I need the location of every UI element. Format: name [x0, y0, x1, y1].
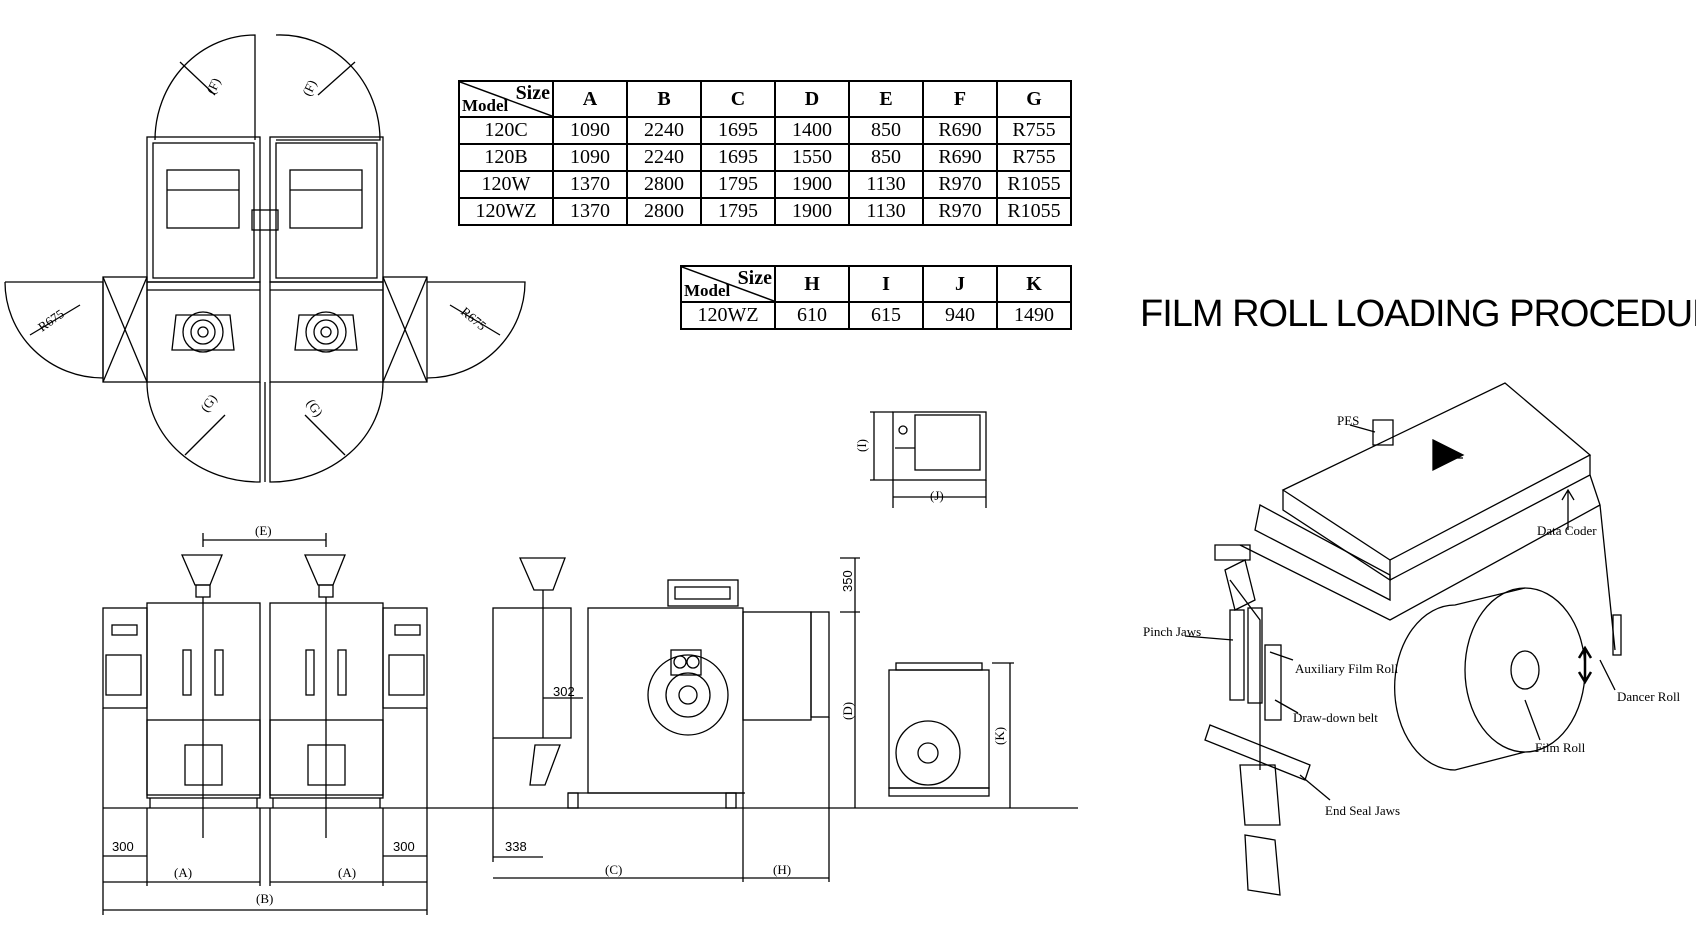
dim-h: (H): [773, 862, 791, 877]
label-pes: PES: [1337, 413, 1359, 428]
table-header-row: Size Model H I J K: [680, 265, 1072, 303]
table-cell: 1900: [774, 197, 850, 226]
table-row: 120W 1370 2800 1795 1900 1130 R970 R1055: [458, 170, 1072, 199]
table-row: 120WZ 610 615 940 1490: [680, 301, 1072, 330]
dim-338: 338: [505, 839, 527, 854]
model-cell: 120W: [458, 170, 554, 199]
plan-view: [4, 34, 526, 483]
table-cell: 1490: [996, 301, 1072, 330]
label-film-roll: Film Roll: [1535, 740, 1586, 755]
label-auxiliary-film-roll: Auxiliary Film Roll: [1295, 661, 1399, 676]
table-cell: 1900: [774, 170, 850, 199]
corner-size-label: Size: [515, 82, 550, 104]
column-header: B: [626, 80, 702, 118]
table-cell: 2240: [626, 143, 702, 172]
column-header: I: [848, 265, 924, 303]
dimension-table-main: Size Model A B C D E F G 120C 1090 2240 …: [458, 80, 1072, 226]
table-cell: 940: [922, 301, 998, 330]
table-cell: 1695: [700, 143, 776, 172]
table-cell: 1130: [848, 197, 924, 226]
column-header: F: [922, 80, 998, 118]
table-cell: 1795: [700, 170, 776, 199]
table-row: 120WZ 1370 2800 1795 1900 1130 R970 R105…: [458, 197, 1072, 226]
dim-350: 350: [840, 570, 855, 592]
procedure-title: FILM ROLL LOADING PROCEDURE: [1140, 293, 1696, 335]
table-cell: R755: [996, 116, 1072, 145]
dim-f-left: (F): [203, 76, 223, 97]
table-cell: R1055: [996, 197, 1072, 226]
column-header: G: [996, 80, 1072, 118]
label-pinch-jaws: Pinch Jaws: [1143, 624, 1201, 639]
film-roll-diagram: [1184, 382, 1622, 896]
column-header: E: [848, 80, 924, 118]
table-cell: R755: [996, 143, 1072, 172]
dim-d: (D): [840, 702, 855, 720]
corner-model-label: Model: [684, 281, 731, 300]
corner-model-label: Model: [462, 96, 509, 115]
column-header: H: [774, 265, 850, 303]
auxiliary-unit: [870, 411, 1014, 808]
table-cell: 2800: [626, 197, 702, 226]
corner-size-label: Size: [737, 267, 772, 289]
table-cell: 1550: [774, 143, 850, 172]
table-header-row: Size Model A B C D E F G: [458, 80, 1072, 118]
label-data-coder: Data Coder: [1537, 523, 1597, 538]
table-cell: 610: [774, 301, 850, 330]
table-cell: 850: [848, 143, 924, 172]
dim-a-right: (A): [338, 865, 356, 880]
dim-k: (K): [992, 727, 1007, 745]
table-cell: 1400: [774, 116, 850, 145]
table-cell: 1795: [700, 197, 776, 226]
table-row: 120B 1090 2240 1695 1550 850 R690 R755: [458, 143, 1072, 172]
dim-302: 302: [553, 684, 575, 699]
dim-f-right: (F): [299, 78, 319, 99]
front-view: [102, 533, 1078, 915]
label-draw-down-belt: Draw-down belt: [1293, 710, 1378, 725]
table-cell: 1370: [552, 170, 628, 199]
column-header: C: [700, 80, 776, 118]
table-cell: 850: [848, 116, 924, 145]
table-cell: R690: [922, 143, 998, 172]
dim-g-left: (G): [197, 391, 220, 414]
dim-r-right: R675: [458, 304, 489, 334]
dim-j: (J): [930, 488, 944, 503]
dim-300-left: 300: [112, 839, 134, 854]
model-cell: 120WZ: [458, 197, 554, 226]
dim-c: (C): [605, 862, 622, 877]
dimension-table-extra: Size Model H I J K 120WZ 610 615 940 149…: [680, 265, 1072, 330]
table-cell: 1370: [552, 197, 628, 226]
label-end-seal-jaws: End Seal Jaws: [1325, 803, 1400, 818]
table-corner-cell: Size Model: [680, 265, 776, 303]
label-dancer-roll: Dancer Roll: [1617, 689, 1681, 704]
column-header: D: [774, 80, 850, 118]
table-cell: 2240: [626, 116, 702, 145]
table-cell: R1055: [996, 170, 1072, 199]
dim-a-left: (A): [174, 865, 192, 880]
model-cell: 120WZ: [680, 301, 776, 330]
dim-e: (E): [255, 523, 272, 538]
dim-300-right: 300: [393, 839, 415, 854]
table-cell: 615: [848, 301, 924, 330]
table-cell: R970: [922, 170, 998, 199]
table-cell: R690: [922, 116, 998, 145]
dim-i: (I): [854, 439, 869, 452]
dim-g-right: (G): [304, 396, 327, 419]
table-cell: 1090: [552, 143, 628, 172]
column-header: K: [996, 265, 1072, 303]
column-header: J: [922, 265, 998, 303]
table-cell: 2800: [626, 170, 702, 199]
dim-b: (B): [256, 891, 273, 906]
model-cell: 120B: [458, 143, 554, 172]
table-cell: R970: [922, 197, 998, 226]
table-cell: 1130: [848, 170, 924, 199]
table-cell: 1695: [700, 116, 776, 145]
table-corner-cell: Size Model: [458, 80, 554, 118]
column-header: A: [552, 80, 628, 118]
table-row: 120C 1090 2240 1695 1400 850 R690 R755: [458, 116, 1072, 145]
side-view: [492, 557, 860, 882]
table-cell: 1090: [552, 116, 628, 145]
dim-r-left: R675: [35, 306, 67, 334]
model-cell: 120C: [458, 116, 554, 145]
